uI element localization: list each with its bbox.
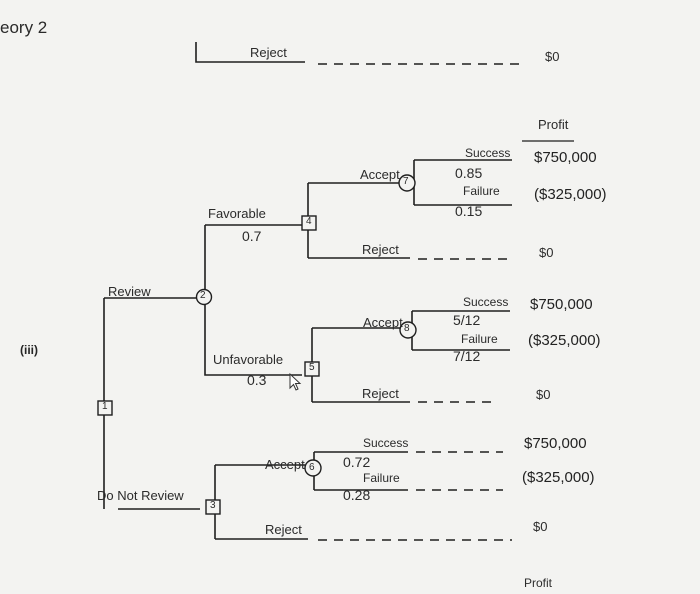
- unfavorable-success-prob: 5/12: [453, 312, 481, 328]
- node-3-label: 3: [210, 500, 216, 511]
- dnr-failure-label: Failure: [363, 471, 400, 485]
- dnr-reject-label: Reject: [265, 522, 302, 537]
- mouse-pointer-icon: [289, 372, 302, 391]
- dnr-success-prob: 0.72: [343, 454, 371, 470]
- dnr-failure-prob: 0.28: [343, 487, 371, 503]
- node-4-label: 4: [306, 216, 312, 227]
- favorable-success-payoff: $750,000: [534, 149, 597, 166]
- favorable-reject-payoff: $0: [539, 245, 554, 260]
- unfavorable-reject-payoff: $0: [536, 387, 551, 402]
- favorable-failure-prob: 0.15: [455, 203, 483, 219]
- unfavorable-failure-prob: 7/12: [453, 348, 481, 364]
- profit-header-top: Profit: [538, 117, 569, 132]
- dnr-accept-label: Accept: [265, 457, 305, 472]
- chance-node-7: [398, 174, 416, 192]
- decision-node-4: [301, 215, 317, 231]
- top-reject-payoff: $0: [545, 49, 560, 64]
- favorable-reject-label: Reject: [362, 242, 399, 257]
- dnr-success-label: Success: [363, 436, 409, 450]
- unfavorable-failure-payoff: ($325,000): [528, 332, 601, 349]
- node-1-label: 1: [102, 401, 108, 412]
- top-reject-label: Reject: [250, 45, 287, 60]
- do-not-review-label: Do Not Review: [97, 488, 184, 503]
- favorable-failure-label: Failure: [463, 184, 500, 198]
- decision-node-1: [97, 400, 113, 416]
- node-5-label: 5: [309, 362, 315, 373]
- unfavorable-reject-label: Reject: [362, 386, 399, 401]
- dnr-reject-payoff: $0: [533, 519, 548, 534]
- chance-node-8: [399, 321, 417, 339]
- chance-node-6: [304, 459, 322, 477]
- favorable-label: Favorable: [208, 206, 266, 221]
- decision-node-5: [304, 361, 320, 377]
- unfavorable-prob: 0.3: [247, 372, 267, 388]
- unfavorable-label: Unfavorable: [213, 352, 284, 367]
- unfavorable-failure-label: Failure: [461, 332, 498, 346]
- unfavorable-success-label: Success: [463, 295, 509, 309]
- favorable-success-label: Success: [465, 146, 511, 160]
- favorable-accept-label: Accept: [360, 167, 400, 182]
- node-2-label: 2: [200, 290, 206, 301]
- node-6-label: 6: [309, 462, 315, 473]
- favorable-prob: 0.7: [242, 228, 262, 244]
- node-7-label: 7: [403, 176, 409, 187]
- chance-node-2: [195, 288, 213, 306]
- unfavorable-success-payoff: $750,000: [530, 296, 593, 313]
- unfavorable-accept-label: Accept: [363, 315, 403, 330]
- part-label: (iii): [20, 343, 38, 357]
- dnr-success-payoff: $750,000: [524, 435, 587, 452]
- dnr-failure-payoff: ($325,000): [522, 469, 595, 486]
- decision-node-3: [205, 499, 221, 515]
- profit-header-bottom: Profit: [524, 576, 553, 590]
- review-label: Review: [108, 284, 151, 299]
- favorable-success-prob: 0.85: [455, 165, 483, 181]
- favorable-failure-payoff: ($325,000): [534, 186, 607, 203]
- header-title: eory 2: [0, 18, 48, 37]
- node-8-label: 8: [404, 323, 410, 334]
